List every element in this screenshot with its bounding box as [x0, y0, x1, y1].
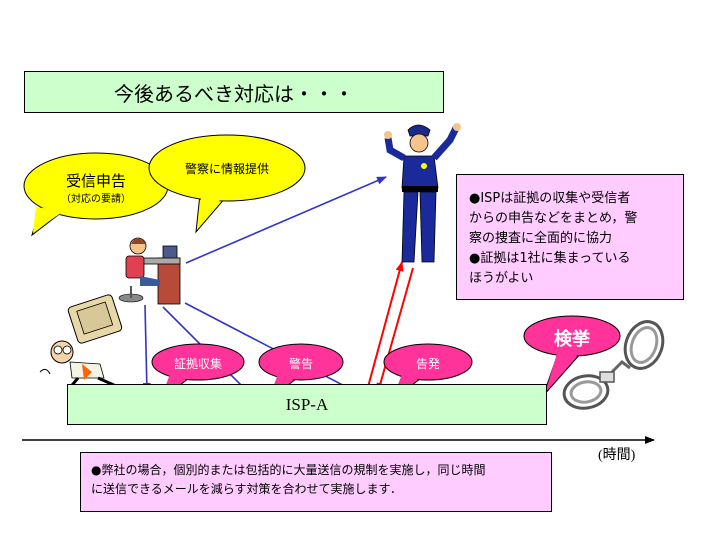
police-info-bubble-text: 警察に情報提供 [184, 162, 269, 176]
handcuffs-icon [562, 320, 665, 410]
accusation-bubble-text: 告発 [415, 357, 440, 371]
arrest-bubble [523, 315, 621, 397]
police-officer-icon [384, 123, 461, 263]
accusation-arrow [184, 302, 359, 394]
bottom-note-line: ●弊社の場合，個別的または包括的に大量送信の規制を実施し，同じ時間 [91, 463, 486, 477]
info-line: ●証拠は1社に集まっている [469, 251, 631, 266]
office-worker-icon [118, 237, 181, 305]
info-arrow [185, 176, 387, 264]
evidence-bubble [151, 343, 245, 402]
info-line: 察の捜査に全面的に協力 [469, 231, 613, 246]
report-bubble-subtitle: （対応の要請） [61, 194, 131, 205]
info-line: ほうがよい [469, 271, 534, 286]
warning-bubble-text: 警告 [288, 357, 313, 371]
isp-box: ISP-A [67, 384, 547, 425]
bottom-note-line: に送信できるメールを減らす対策を合わせて実施します． [91, 482, 403, 496]
bottom-note-box: ●弊社の場合，個別的または包括的に大量送信の規制を実施し，同じ時間 に送信できる… [80, 452, 552, 512]
title-box: 今後あるべき対応は・・・ [24, 71, 444, 113]
info-line: からの申告などをまとめ，警 [469, 211, 638, 226]
isp-label: ISP-A [285, 394, 329, 414]
report-bubble-title: 受信申告 [65, 172, 126, 190]
isp-runner-icon [39, 294, 123, 391]
info-box: ●ISPは証拠の収集や受信者 からの申告などをまとめ，警 察の捜査に全面的に協力… [456, 174, 684, 300]
red-arrow-up [367, 261, 404, 388]
police-info-bubble [148, 134, 306, 234]
red-arrow-down [376, 267, 414, 393]
time-label: (時間) [598, 448, 636, 463]
evidence-arrow [142, 304, 151, 393]
info-line: ●ISPは証拠の収集や受信者 [469, 191, 631, 206]
page-title: 今後あるべき対応は・・・ [114, 81, 354, 106]
arrest-bubble-text: 検挙 [554, 329, 590, 350]
evidence-bubble-text: 証拠収集 [173, 357, 222, 371]
report-bubble [23, 152, 169, 237]
